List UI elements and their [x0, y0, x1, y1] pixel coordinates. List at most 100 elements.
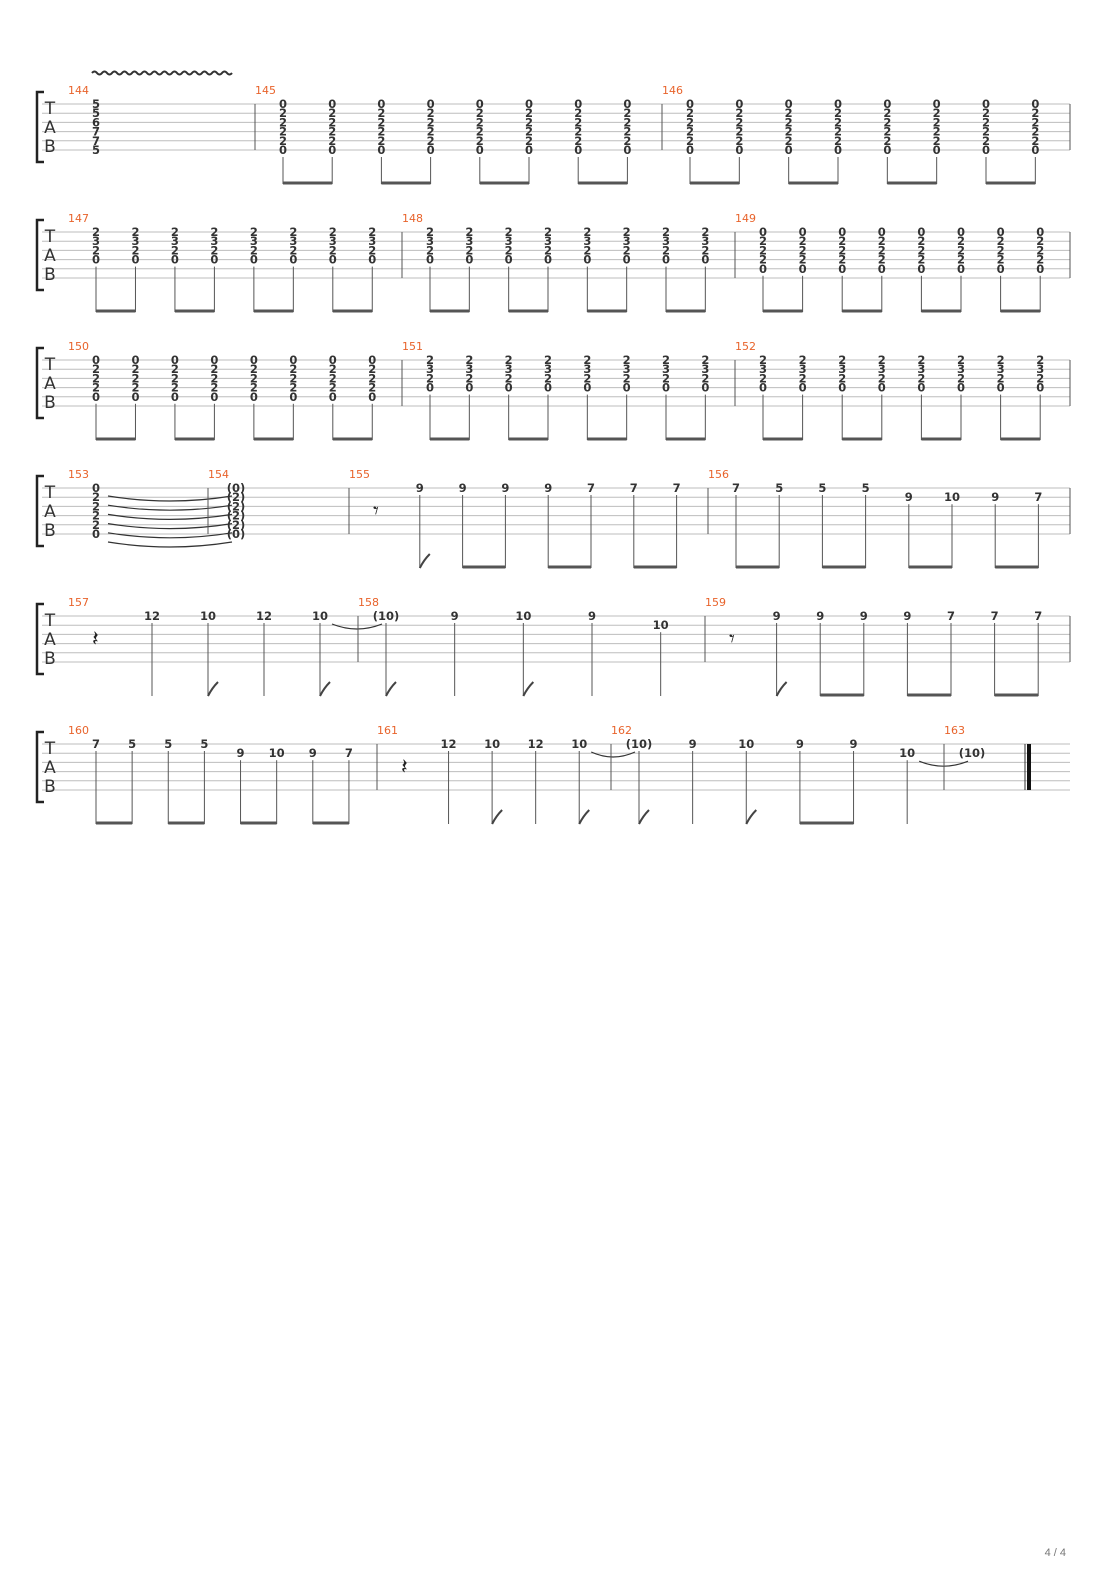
fret-number: 0 — [92, 481, 100, 495]
fret-number: 3 — [329, 234, 337, 248]
fret-number: 3 — [623, 234, 631, 248]
fret-number: 2 — [883, 125, 891, 139]
fret-number: 2 — [476, 134, 484, 148]
fret-number: 2 — [92, 490, 100, 504]
fret-number: 9 — [459, 481, 467, 495]
fret-number: 0 — [917, 262, 925, 276]
fret-number: 2 — [785, 125, 793, 139]
eighth-rest-icon: 𝄾 — [373, 499, 379, 524]
fret-number: 2 — [701, 353, 709, 367]
fret-number: 0 — [465, 253, 473, 267]
fret-number: 2 — [210, 362, 218, 376]
fret-number: 2 — [92, 499, 100, 513]
fret-number: 2 — [525, 115, 533, 129]
fret-number: 2 — [838, 353, 846, 367]
fret-number: 2 — [171, 362, 179, 376]
fret-number: 0 — [279, 97, 287, 111]
measure-number: 145 — [255, 84, 276, 97]
fret-number: 9 — [816, 609, 824, 623]
fret-number: 3 — [92, 234, 100, 248]
fret-number: 9 — [501, 481, 509, 495]
fret-number: 9 — [773, 609, 781, 623]
fret-number: 2 — [834, 106, 842, 120]
fret-number: 0 — [878, 381, 886, 395]
fret-number: 2 — [933, 134, 941, 148]
fret-number: (2) — [227, 490, 246, 504]
fret-number: 0 — [686, 143, 694, 157]
eighth-flag — [638, 809, 650, 825]
fret-number: 3 — [544, 362, 552, 376]
fret-number: 2 — [368, 362, 376, 376]
fret-number: 2 — [476, 125, 484, 139]
fret-number: (10) — [959, 746, 986, 760]
fret-number: 0 — [171, 253, 179, 267]
measure-number: 157 — [68, 596, 89, 609]
fret-number: 0 — [1031, 97, 1039, 111]
fret-number: 0 — [171, 353, 179, 367]
fret-number: 2 — [997, 243, 1005, 257]
fret-number: 7 — [345, 746, 353, 760]
tab-clef-letter: T — [44, 99, 56, 119]
fret-number: 3 — [289, 234, 297, 248]
fret-number: 3 — [505, 362, 513, 376]
fret-number: 0 — [623, 253, 631, 267]
fret-number: 2 — [289, 243, 297, 257]
fret-number: 2 — [785, 115, 793, 129]
fret-number: 0 — [250, 390, 258, 404]
fret-number: 10 — [269, 746, 285, 760]
eighth-flag — [522, 681, 535, 697]
fret-number: 0 — [982, 97, 990, 111]
fret-number: 2 — [328, 106, 336, 120]
fret-number: 2 — [686, 134, 694, 148]
fret-number: 0 — [92, 253, 100, 267]
fret-number: 2 — [279, 134, 287, 148]
fret-number: 0 — [838, 262, 846, 276]
fret-number: 3 — [465, 362, 473, 376]
fret-number: 2 — [917, 371, 925, 385]
fret-number: 12 — [441, 737, 457, 751]
fret-number: 2 — [623, 106, 631, 120]
fret-number: 2 — [465, 371, 473, 385]
fret-number: 3 — [583, 362, 591, 376]
fret-number: 0 — [427, 143, 435, 157]
fret-number: 2 — [574, 125, 582, 139]
fret-number: 3 — [583, 234, 591, 248]
fret-number: 2 — [799, 243, 807, 257]
fret-number: 10 — [571, 737, 587, 751]
fret-number: 5 — [818, 481, 826, 495]
fret-number: 0 — [368, 253, 376, 267]
fret-number: 2 — [799, 353, 807, 367]
fret-number: 2 — [997, 371, 1005, 385]
quarter-rest-icon: 𝄽 — [401, 755, 408, 780]
fret-number: 0 — [838, 381, 846, 395]
fret-number: 0 — [917, 381, 925, 395]
tie-arc — [107, 513, 233, 520]
fret-number: 2 — [476, 115, 484, 129]
fret-number: 10 — [738, 737, 754, 751]
fret-number: 2 — [329, 362, 337, 376]
tie-arc — [107, 495, 233, 502]
fret-number: 7 — [1034, 490, 1042, 504]
fret-number: 2 — [92, 243, 100, 257]
fret-number: 10 — [899, 746, 915, 760]
fret-number: 2 — [1031, 125, 1039, 139]
fret-number: 2 — [368, 225, 376, 239]
fret-number: 2 — [525, 134, 533, 148]
fret-number: 2 — [701, 225, 709, 239]
fret-number: 0 — [583, 253, 591, 267]
fret-number: 2 — [1036, 353, 1044, 367]
fret-number: 2 — [505, 371, 513, 385]
fret-number: 12 — [256, 609, 272, 623]
fret-number: 0 — [131, 353, 139, 367]
eighth-flag — [775, 681, 788, 697]
measure-number: 146 — [662, 84, 683, 97]
fret-number: 2 — [574, 115, 582, 129]
fret-number: 0 — [329, 253, 337, 267]
fret-number: 0 — [686, 97, 694, 111]
fret-number: 0 — [735, 143, 743, 157]
fret-number: 5 — [862, 481, 870, 495]
fret-number: 2 — [250, 362, 258, 376]
fret-number: 2 — [662, 353, 670, 367]
fret-number: 2 — [427, 115, 435, 129]
fret-number: 0 — [623, 143, 631, 157]
